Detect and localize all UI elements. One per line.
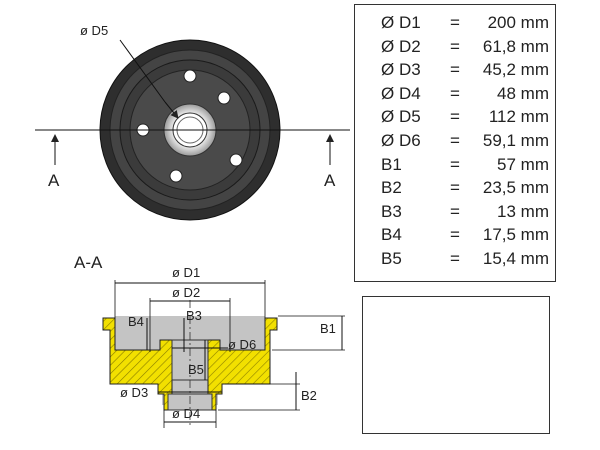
d5-label: ø D5 xyxy=(80,23,108,38)
spec-label: B2 xyxy=(381,178,402,198)
spec-row: B3 = 13 mm xyxy=(355,202,555,224)
spec-label: Ø D6 xyxy=(381,131,421,150)
b4-label: B4 xyxy=(128,314,144,329)
d5-leader xyxy=(119,39,166,103)
bolt-hole xyxy=(183,69,197,83)
spec-value: 15,4 mm xyxy=(482,249,549,268)
spec-row: B4 = 17,5 mm xyxy=(355,225,555,247)
spec-value: 61,8 mm xyxy=(482,36,549,56)
spec-label: B5 xyxy=(381,249,402,268)
d6-label: ø D6 xyxy=(228,337,256,352)
spec-row: Ø D4 = 48 mm xyxy=(355,84,555,106)
spec-label: Ø D3 xyxy=(381,60,421,80)
spec-equals: = xyxy=(450,249,460,268)
spec-equals: = xyxy=(450,201,460,221)
b3-label: B3 xyxy=(186,308,202,323)
b1-label: B1 xyxy=(320,321,336,336)
bolt-hole xyxy=(229,153,243,167)
spec-label: Ø D5 xyxy=(381,107,421,127)
d1-label: ø D1 xyxy=(172,265,200,280)
spec-equals: = xyxy=(450,13,460,32)
spec-value: 45,2 mm xyxy=(482,60,549,80)
front-view: ø D5 A A xyxy=(35,23,350,221)
spec-label: B4 xyxy=(381,225,402,245)
spec-equals: = xyxy=(450,83,460,103)
section-label: A-A xyxy=(74,253,103,272)
spec-value: 17,5 mm xyxy=(482,225,549,245)
spec-equals: = xyxy=(450,36,460,56)
photo-frame xyxy=(362,296,550,434)
spec-table: Ø D1 = 200 mm Ø D2 = 61,8 mm Ø D3 = 45,2 mm Ø D4 =… xyxy=(354,4,556,282)
section-view: A-A ø D1 ø D2 B1 B2 B3 xyxy=(74,253,345,428)
spec-value: 59,1 mm xyxy=(482,131,549,150)
bolt-hole xyxy=(217,91,231,105)
spec-row: B5 = 15,4 mm xyxy=(355,249,555,271)
spec-equals: = xyxy=(450,131,460,150)
spec-row: Ø D6 = 59,1 mm xyxy=(355,131,555,153)
spec-equals: = xyxy=(450,60,460,80)
spec-equals: = xyxy=(450,225,460,245)
spec-row: B2 = 23,5 mm xyxy=(355,178,555,200)
cut-mark-right: A xyxy=(324,171,336,190)
spec-value: 13 mm xyxy=(497,201,549,221)
b5-label: B5 xyxy=(188,362,204,377)
spec-value: 112 mm xyxy=(488,107,549,127)
spec-value: 57 mm xyxy=(497,154,549,174)
spec-value: 200 mm xyxy=(487,13,549,32)
d3-label: ø D3 xyxy=(120,385,148,400)
spec-value: 48 mm xyxy=(497,83,549,103)
spec-label: B3 xyxy=(381,201,402,221)
b2-label: B2 xyxy=(301,388,317,403)
spec-label: B1 xyxy=(381,154,402,174)
bolt-hole xyxy=(169,169,183,183)
d2-label: ø D2 xyxy=(172,285,200,300)
spec-row: B1 = 57 mm xyxy=(355,155,555,177)
spec-row: Ø D3 = 45,2 mm xyxy=(355,60,555,82)
spec-value: 23,5 mm xyxy=(482,178,549,198)
spec-label: Ø D4 xyxy=(381,83,421,103)
spec-equals: = xyxy=(450,178,460,198)
d4-label: ø D4 xyxy=(172,406,200,421)
spec-equals: = xyxy=(450,154,460,174)
d5-arrow-line xyxy=(164,101,179,119)
cut-mark-left: A xyxy=(48,171,60,190)
spec-row: Ø D2 = 61,8 mm xyxy=(355,37,555,59)
spec-label: Ø D1 xyxy=(381,13,421,32)
spec-equals: = xyxy=(450,107,460,127)
spec-label: Ø D2 xyxy=(381,36,421,56)
spec-row: Ø D1 = 200 mm xyxy=(355,13,555,35)
spec-row: Ø D5 = 112 mm xyxy=(355,107,555,129)
